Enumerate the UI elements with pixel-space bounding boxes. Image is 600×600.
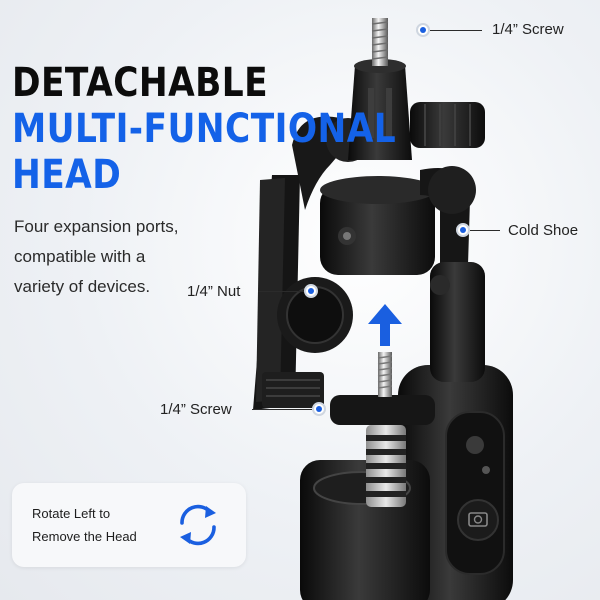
- nut-label: 1/4” Nut: [187, 283, 241, 300]
- description-line-3: variety of devices.: [14, 277, 151, 296]
- rotate-instruction-text: Rotate Left to Remove the Head: [32, 502, 137, 548]
- title-line-3: HEAD: [12, 152, 122, 198]
- up-arrow-icon: [368, 304, 402, 346]
- top-screw-label: 1/4” Screw: [492, 21, 564, 38]
- rotate-instruction-line-2: Remove the Head: [32, 529, 137, 544]
- top-screw-marker-icon: [416, 23, 430, 37]
- title-line-2: MULTI-FUNCTIONAL: [12, 106, 397, 152]
- bottom-screw-marker-icon: [312, 402, 326, 416]
- bottom-screw-leader-line: [252, 409, 312, 410]
- rotate-instruction-card: Rotate Left to Remove the Head: [12, 483, 246, 567]
- rotate-arrows-icon: [180, 504, 216, 546]
- title-line-1: DETACHABLE: [12, 60, 269, 106]
- cold-shoe-marker-icon: [456, 223, 470, 237]
- feature-description: Four expansion ports, compatible with a …: [14, 212, 244, 302]
- nut-leader-line: [258, 291, 304, 292]
- lower-threaded-post: [330, 352, 435, 507]
- horizontal-knob: [410, 102, 485, 148]
- bottom-screw-label: 1/4” Screw: [160, 401, 232, 418]
- top-screw-leader-line: [430, 30, 482, 31]
- tube-housing: [300, 460, 430, 600]
- phone-clamp: [253, 116, 370, 410]
- top-knob: [348, 18, 412, 160]
- cold-shoe-label: Cold Shoe: [508, 222, 579, 239]
- cold-shoe-leader-line: [470, 230, 500, 231]
- description-line-1: Four expansion ports,: [14, 217, 179, 236]
- page-title: DETACHABLE MULTI-FUNCTIONAL HEAD: [12, 60, 396, 198]
- rotate-instruction-line-1: Rotate Left to: [32, 506, 111, 521]
- right-arm: [420, 166, 485, 382]
- central-mount: [320, 176, 436, 275]
- description-line-2: compatible with a: [14, 247, 146, 266]
- nut-marker-icon: [304, 284, 318, 298]
